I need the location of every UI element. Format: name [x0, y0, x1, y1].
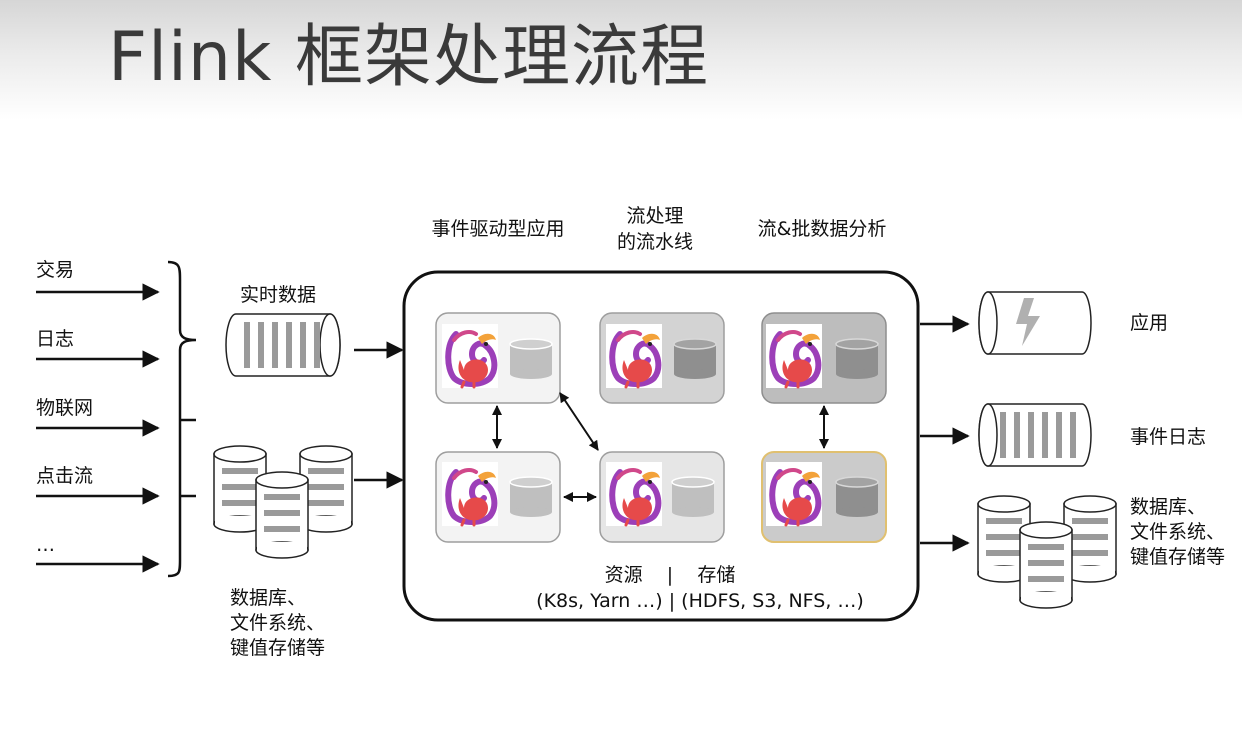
card-pipeline-top: [599, 312, 725, 404]
card-analytics-top: [761, 312, 887, 404]
source-label-1: 交易: [36, 259, 75, 281]
flink-squirrel-icon: [606, 324, 662, 388]
column-event-driven: 事件驱动型应用: [431, 218, 565, 240]
realtime-queue-icon: [225, 313, 341, 377]
output-app-label: 应用: [1130, 312, 1169, 334]
source-label-5: …: [36, 534, 55, 556]
card-analytics-bottom: [761, 451, 887, 543]
source-arrows: [36, 283, 160, 573]
column-pipeline-line2: 的流水线: [616, 231, 693, 253]
flink-squirrel-icon: [766, 324, 822, 388]
output-database-icon: [977, 495, 1117, 609]
card-pipeline-bottom: [599, 451, 725, 543]
database-cylinder-icon: [509, 476, 553, 518]
output-storage-label-3: 键值存储等: [1130, 546, 1226, 568]
flink-squirrel-icon: [606, 462, 662, 526]
database-cylinder-icon: [671, 476, 715, 518]
input-database-icon: [213, 445, 353, 559]
source-label-4: 点击流: [36, 465, 94, 487]
database-cylinder-icon: [509, 338, 553, 380]
database-cylinder-icon: [835, 338, 879, 380]
card-event-driven-top: [435, 312, 561, 404]
resources-label: 资源 | 存储: [604, 564, 736, 586]
flink-squirrel-icon: [442, 324, 498, 388]
page-title: Flink 框架处理流程: [108, 18, 709, 97]
source-label-3: 物联网: [36, 397, 94, 419]
log-queue-icon: [978, 403, 1092, 467]
flink-squirrel-icon: [766, 462, 822, 526]
input-storage-label-2: 文件系统、: [230, 612, 326, 634]
output-log-label: 事件日志: [1130, 426, 1207, 448]
arrow-pipeline-diagonal: [559, 392, 599, 451]
flink-squirrel-icon: [442, 462, 498, 526]
input-storage-label-3: 键值存储等: [230, 637, 326, 659]
source-bracket: [167, 260, 197, 578]
app-lightning-icon: [978, 291, 1092, 355]
realtime-data-label: 实时数据: [240, 284, 317, 306]
title-band: [0, 0, 1242, 120]
output-storage-label-2: 文件系统、: [1130, 521, 1226, 543]
resources-detail: (K8s, Yarn …) | (HDFS, S3, NFS, …): [536, 590, 864, 612]
database-cylinder-icon: [673, 338, 717, 380]
database-cylinder-icon: [835, 476, 879, 518]
input-storage-label-1: 数据库、: [230, 587, 307, 609]
card-event-driven-bottom: [435, 451, 561, 543]
output-storage-label-1: 数据库、: [1130, 496, 1207, 518]
column-analytics: 流&批数据分析: [757, 218, 887, 240]
column-pipeline-line1: 流处理: [626, 205, 684, 227]
source-label-2: 日志: [36, 328, 75, 350]
